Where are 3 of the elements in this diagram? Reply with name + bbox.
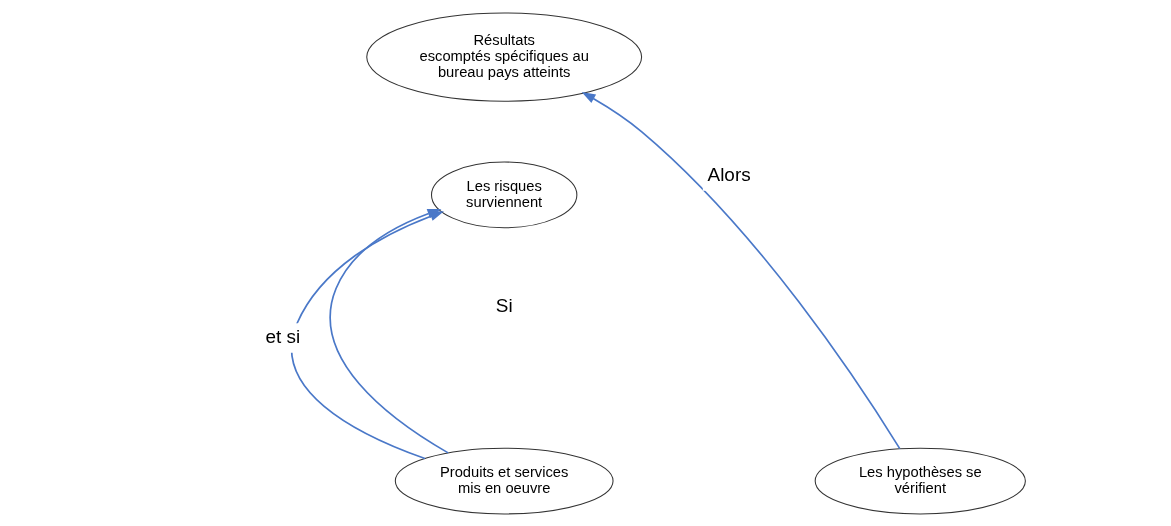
edge-label: Alors (707, 163, 751, 185)
edge-label: et si (265, 325, 301, 347)
label: Si (495, 294, 513, 316)
